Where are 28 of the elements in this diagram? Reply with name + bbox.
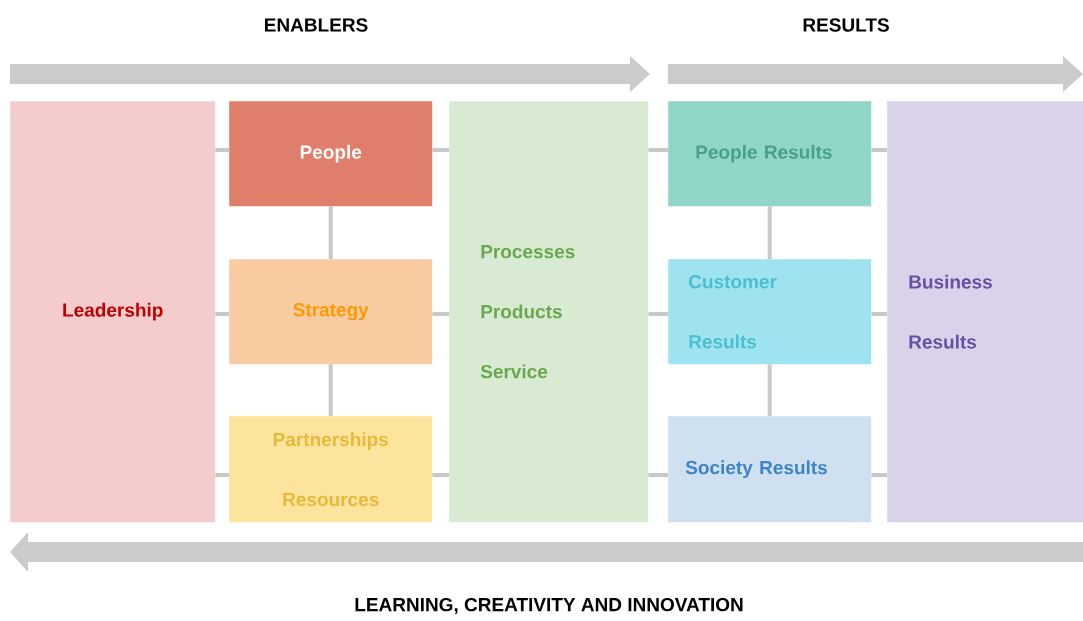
process-box: Partnerships Resources bbox=[229, 416, 433, 523]
process-box: Strategy bbox=[229, 259, 433, 365]
process-box: Society Results bbox=[668, 416, 872, 523]
process-box: People Results bbox=[668, 101, 872, 207]
connector-line bbox=[871, 312, 887, 316]
connector-line bbox=[328, 364, 333, 416]
connector-line bbox=[648, 473, 668, 477]
connector-line bbox=[871, 473, 887, 477]
connector-line bbox=[432, 312, 449, 316]
process-box: People bbox=[229, 101, 433, 207]
tall-box: Leadership bbox=[10, 101, 216, 523]
connector-line bbox=[215, 312, 229, 316]
connector-line bbox=[215, 473, 229, 477]
connector-line bbox=[648, 148, 668, 152]
heading: RESULTS bbox=[803, 18, 889, 32]
connector-line bbox=[871, 148, 887, 152]
connector-line bbox=[648, 312, 668, 316]
connector-line bbox=[432, 148, 449, 152]
connector-line bbox=[215, 148, 229, 152]
heading: ENABLERS bbox=[265, 18, 368, 32]
tall-box: Business Results bbox=[887, 101, 1083, 523]
connector-line bbox=[432, 473, 449, 477]
tall-box: Processes Products Service bbox=[449, 101, 649, 523]
heading: LEARNING, CREATIVITY AND INNOVATION bbox=[355, 597, 743, 615]
connector-line bbox=[767, 364, 772, 416]
connector-line bbox=[767, 206, 772, 259]
connector-line bbox=[328, 206, 333, 259]
process-box: Customer Results bbox=[668, 259, 872, 365]
